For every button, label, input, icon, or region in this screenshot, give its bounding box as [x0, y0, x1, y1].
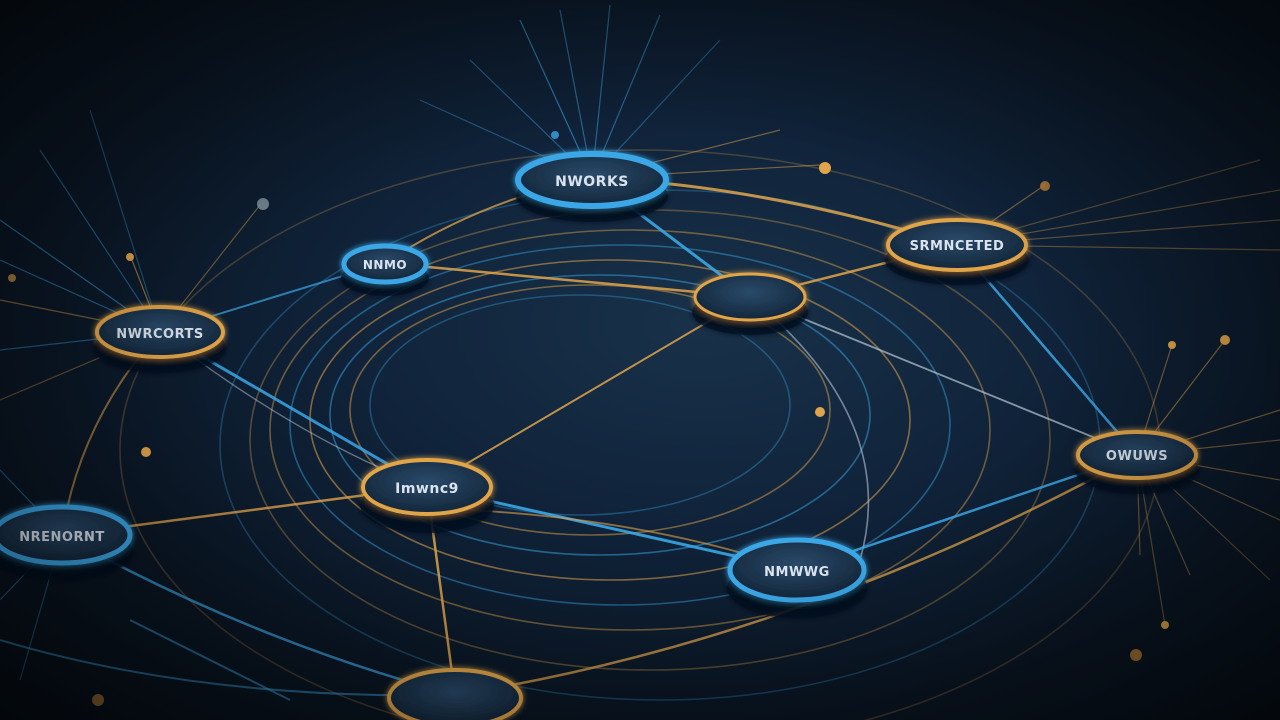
node-label: NWRCORTS — [116, 327, 203, 342]
node-label: NNMO — [363, 258, 407, 272]
node-bottom-right[interactable]: NMWWG — [727, 537, 867, 618]
endpoint-dot — [819, 162, 831, 174]
orbit-ring — [309, 259, 911, 581]
endpoint-dot — [1168, 341, 1176, 349]
node-bottom[interactable] — [387, 668, 523, 720]
endpoint-dot — [257, 198, 269, 210]
node-left-gold[interactable]: NWRCORTS — [94, 305, 226, 373]
node-center-top[interactable] — [692, 272, 808, 335]
endpoint-dot — [141, 447, 151, 457]
node-right-gold[interactable]: SRMNCETED — [885, 218, 1029, 285]
node-label: NWORKS — [555, 174, 629, 190]
node-far-left[interactable]: NRENORNT — [0, 504, 133, 580]
endpoint-dot — [1130, 649, 1142, 661]
node-label: Imwnc9 — [395, 481, 459, 497]
endpoint-dot — [551, 131, 559, 139]
endpoint-dot — [92, 694, 104, 706]
endpoint-dot — [126, 253, 134, 261]
node-disc — [387, 668, 523, 720]
endpoint-dot — [1161, 621, 1169, 629]
connection — [749, 296, 870, 561]
node-label: NMWWG — [764, 565, 830, 580]
connection — [426, 296, 751, 488]
node-label: OWUWS — [1106, 449, 1168, 464]
connection — [749, 296, 1138, 456]
node-center[interactable]: Imwnc9 — [360, 458, 494, 533]
endpoint-dot — [1040, 181, 1050, 191]
filament — [89, 109, 161, 333]
node-top[interactable]: NWORKS — [515, 151, 669, 222]
node-disc — [693, 272, 807, 322]
node-small-blue[interactable]: NNMO — [341, 243, 429, 296]
endpoint-dot — [1220, 335, 1230, 345]
network-nodes: NWORKS NNMO NWRCORTS SRMNCETED — [0, 151, 1199, 720]
endpoint-dot — [815, 407, 825, 417]
node-label: NRENORNT — [19, 530, 104, 545]
node-label: SRMNCETED — [910, 239, 1005, 254]
node-right-lower[interactable]: OWUWS — [1075, 430, 1199, 494]
endpoint-dot — [8, 274, 16, 282]
